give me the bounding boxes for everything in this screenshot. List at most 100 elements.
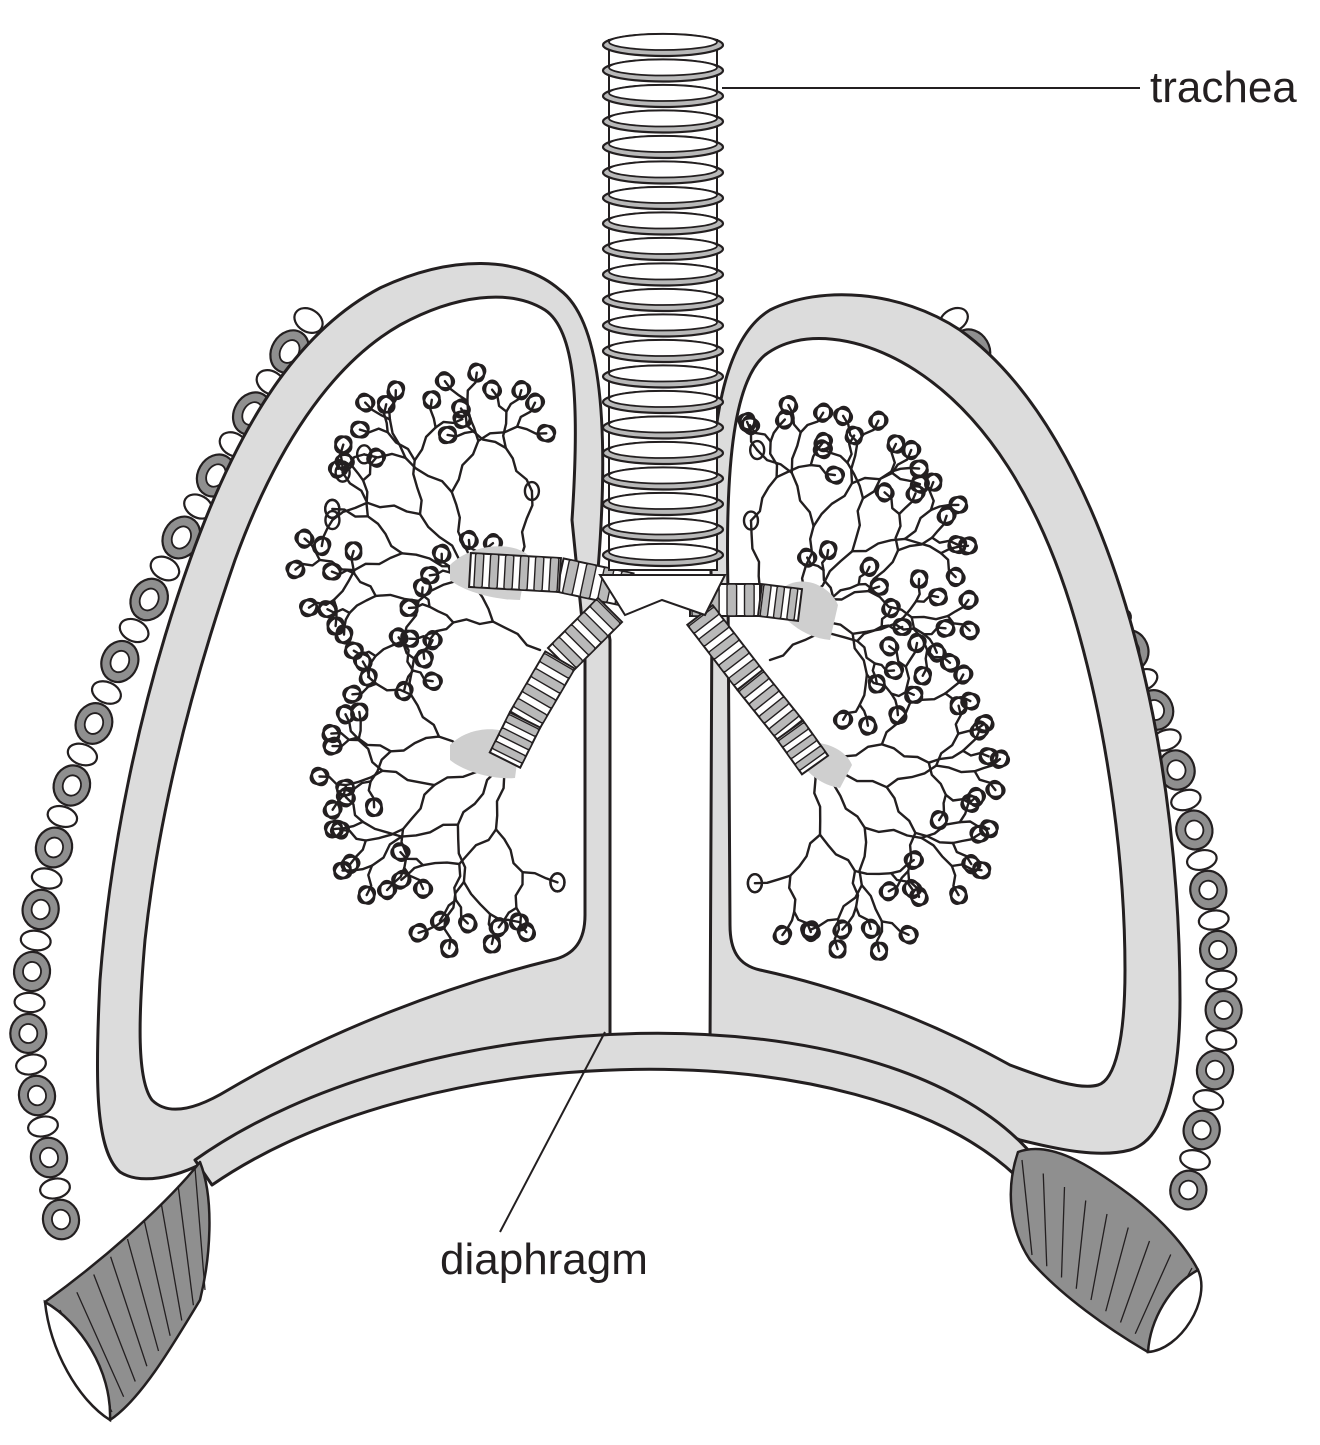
muscle-fibre	[1119, 1240, 1151, 1323]
bronchiole	[343, 460, 365, 482]
alveolus	[431, 545, 452, 563]
alveolus	[960, 692, 981, 710]
muscle-fibre	[1060, 1186, 1066, 1278]
alveolus	[300, 597, 318, 618]
alveolus	[832, 711, 854, 728]
alveolus	[930, 810, 948, 831]
bronchiole	[885, 786, 917, 835]
alveolus	[434, 372, 456, 390]
alveolus	[422, 390, 442, 409]
bronchiole	[348, 594, 377, 615]
alveolus	[926, 644, 947, 661]
alveolus	[394, 682, 414, 700]
bronchiole	[809, 918, 840, 932]
alveolus	[746, 872, 764, 894]
bronchiole	[890, 692, 900, 717]
alveolus	[350, 420, 370, 439]
alveolus	[344, 541, 363, 561]
alveolus	[772, 926, 793, 944]
trachea-ring-inner	[608, 262, 718, 281]
bronchiole	[443, 380, 469, 403]
muscle-cut-end	[1146, 1268, 1203, 1354]
trachea-ring-inner	[608, 313, 718, 332]
bronchiole	[927, 749, 965, 764]
bronchiole	[854, 906, 872, 930]
alveolus	[813, 433, 834, 451]
alveolus	[834, 709, 852, 730]
alveolus	[774, 410, 795, 429]
alveolus	[296, 528, 313, 549]
bronchiole	[370, 835, 403, 867]
bronchiole	[466, 371, 478, 403]
bronchiole	[357, 738, 384, 772]
alveolus	[905, 850, 923, 871]
rib-bone	[1192, 1089, 1225, 1111]
bronchiole	[408, 657, 416, 696]
bronchiole	[458, 828, 498, 866]
alveolus	[482, 934, 502, 954]
bronchiole	[914, 594, 940, 603]
muscle-fibre	[177, 1185, 195, 1306]
bronchiole	[341, 471, 369, 504]
bronchiole	[400, 827, 408, 870]
bronchiole	[871, 662, 879, 685]
alveolus	[468, 362, 486, 383]
trachea-ring-inner	[608, 33, 718, 51]
alveolus	[774, 924, 791, 946]
alveolus	[324, 799, 341, 820]
alveolus	[355, 444, 373, 465]
alveolus	[989, 750, 1011, 768]
bronchiole	[516, 401, 537, 428]
bronchiole	[946, 598, 970, 618]
bronchiole	[853, 869, 893, 876]
bronchiole	[888, 645, 907, 668]
bronchiole	[748, 424, 772, 443]
bronchiole	[443, 917, 452, 950]
bronchiole	[514, 871, 524, 910]
bronchiole	[326, 608, 351, 615]
alveolus	[513, 379, 530, 401]
bronchiole	[904, 641, 919, 668]
alveolus	[422, 390, 441, 410]
bronchiole	[961, 729, 981, 752]
alveolus	[832, 921, 853, 939]
bronchiole	[898, 492, 917, 516]
alveolus	[322, 801, 343, 819]
alveolus	[985, 781, 1006, 799]
bronchiole	[365, 864, 374, 897]
bronchiole	[809, 463, 837, 477]
alveolus	[525, 394, 546, 412]
rib-bone	[293, 307, 324, 334]
bronchiole	[462, 880, 492, 916]
alveolus	[458, 914, 478, 933]
bronchiole	[880, 701, 912, 746]
alveolus	[858, 716, 878, 735]
alveolus	[335, 788, 356, 806]
bronchiole	[446, 430, 475, 438]
alveolus	[928, 587, 948, 607]
alveolus	[523, 480, 541, 502]
trachea-ring-inner	[608, 390, 718, 408]
bronchiole	[429, 621, 455, 641]
bronchiole	[860, 884, 884, 923]
alveolus	[329, 821, 350, 839]
bronchiole	[944, 673, 965, 695]
bronchiole	[857, 582, 881, 591]
bronchiole	[400, 823, 460, 838]
alveolus	[334, 453, 355, 470]
alveolus	[313, 535, 331, 557]
alveolus	[950, 885, 968, 905]
alveolus	[907, 483, 924, 504]
muscle-fibre	[93, 1274, 136, 1382]
bronchiole-tree-right	[737, 395, 1011, 961]
bronchiole	[793, 910, 812, 934]
bronchiole	[831, 583, 860, 599]
alveolus	[870, 410, 887, 431]
trachea-ring-inner	[608, 543, 718, 561]
alveolus	[460, 529, 478, 551]
bronchi	[468, 551, 830, 776]
bronchiole	[928, 480, 935, 512]
alveolus	[387, 380, 405, 401]
alveolus	[424, 671, 442, 692]
bronchiole	[858, 673, 869, 706]
